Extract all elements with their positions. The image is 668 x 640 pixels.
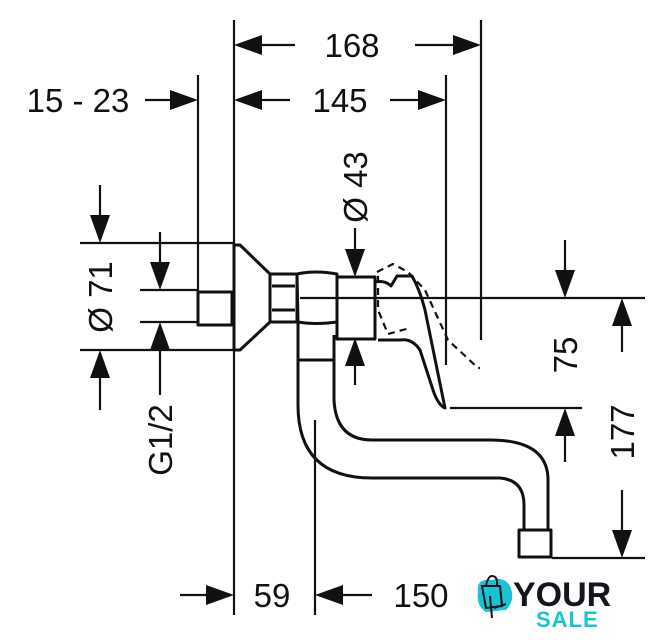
lever-handle: [374, 274, 447, 410]
dim-150: 150: [393, 577, 448, 614]
spout-outer: [296, 360, 526, 530]
dim-59: 59: [254, 577, 291, 614]
lever-open-position: [376, 262, 480, 370]
dim-177: 177: [604, 404, 641, 459]
dim-15-23: 15 - 23: [27, 82, 130, 119]
faucet-outline: [196, 243, 553, 559]
your-sale-logo: YOUR SALE: [477, 574, 611, 632]
dim-168: 168: [324, 27, 379, 64]
dim-g1-2: G1/2: [142, 404, 179, 476]
logo-text-sale: SALE: [536, 607, 599, 632]
wall-rosette: [232, 243, 272, 352]
nut: [268, 272, 299, 324]
dim-diameter-71: Ø 71: [82, 261, 119, 333]
dim-diameter-43: Ø 43: [337, 151, 374, 223]
hand-icon: [489, 595, 507, 619]
spout-aerator: [517, 528, 553, 559]
spout-inner: [332, 360, 550, 530]
connection-pipe: [196, 290, 234, 327]
valve: [335, 275, 377, 341]
body-lower: [296, 322, 336, 362]
logo-text-your: YOUR: [513, 576, 611, 614]
lever-open-position-lower: [376, 276, 411, 336]
dim-75: 75: [547, 337, 584, 374]
extension-lines: [80, 20, 645, 615]
dim-145: 145: [312, 82, 367, 119]
logo-blob: [477, 578, 513, 612]
dimension-arrows: [90, 35, 632, 605]
